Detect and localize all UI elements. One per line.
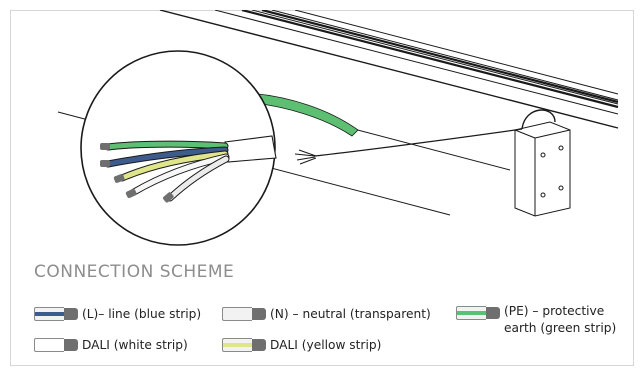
legend-item-dali-white: DALI (white strip)	[34, 337, 188, 354]
luminaire-profile-icon	[57, 10, 619, 217]
legend-label-line: (L)– line (blue strip)	[82, 307, 202, 321]
legend-label-dali-white: DALI (white strip)	[82, 338, 188, 352]
transparent-wire-icon	[222, 307, 266, 321]
green-strip-wire-icon	[456, 306, 500, 320]
legend-item-neutral: (N) – neutral (transparent)	[222, 306, 431, 323]
legend-label-earth-line2: earth (green strip)	[504, 321, 617, 335]
legend-item-line: (L)– line (blue strip)	[34, 306, 201, 323]
legend-label-earth: (PE) – protective earth (green strip)	[504, 303, 616, 337]
connection-scheme-title: CONNECTION SCHEME	[34, 262, 235, 282]
legend-label-dali-yellow: DALI (yellow strip)	[270, 338, 382, 352]
white-strip-wire-icon	[34, 338, 78, 352]
luminaire-wiring-illustration	[57, 10, 619, 246]
yellow-strip-wire-icon	[222, 338, 266, 352]
green-cable	[245, 92, 359, 137]
legend-item-dali-yellow: DALI (yellow strip)	[222, 337, 381, 354]
legend-label-earth-line1: (PE) – protective	[504, 304, 605, 318]
legend-label-neutral: (N) – neutral (transparent)	[270, 307, 431, 321]
legend-item-earth: (PE) – protective earth (green strip)	[456, 303, 616, 337]
blue-strip-wire-icon	[34, 307, 78, 321]
cable-magnifier-circle-icon	[80, 50, 277, 246]
